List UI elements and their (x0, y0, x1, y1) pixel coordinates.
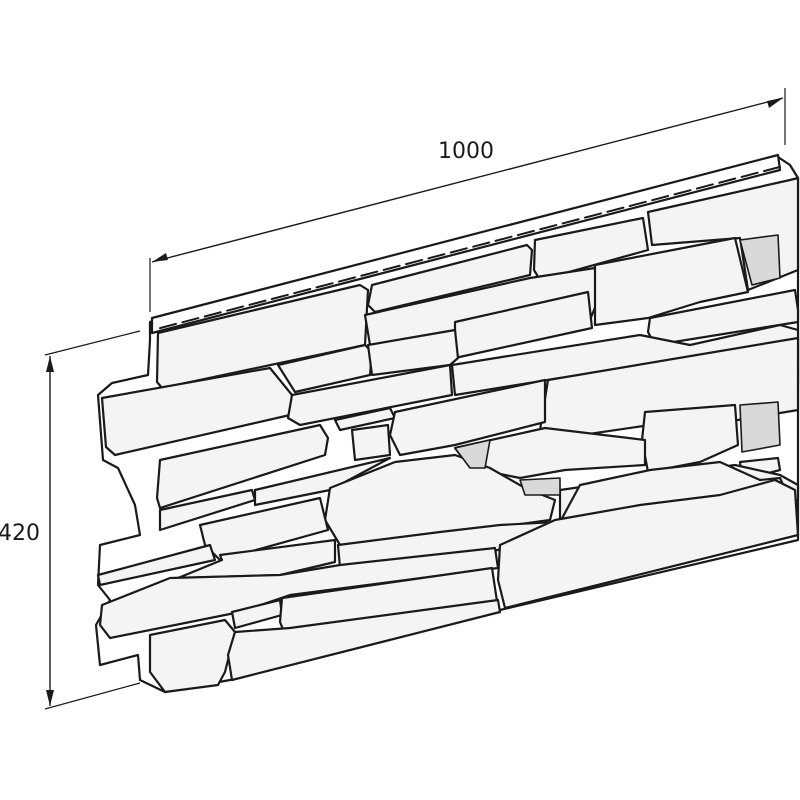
width-dimension-line (151, 97, 784, 263)
nail-slots (159, 165, 781, 330)
stone (646, 288, 800, 347)
nail-slot (673, 189, 692, 196)
nail-slot (405, 258, 424, 266)
stone (388, 378, 547, 457)
nail-slot (270, 293, 289, 301)
width-label: 1000 (438, 139, 494, 164)
nail-slot (695, 183, 714, 190)
stone (323, 453, 557, 547)
height-dimension: 420 (0, 330, 141, 710)
stone (148, 618, 237, 694)
nail-slot (516, 229, 535, 237)
nail-slot (449, 247, 468, 254)
nail-slot (740, 171, 759, 178)
nailing-strip (150, 153, 782, 335)
stone (593, 236, 750, 327)
nail-slot (494, 235, 513, 242)
width-arrow-left (152, 253, 168, 262)
stone (496, 478, 800, 610)
nail-slot (718, 177, 737, 184)
nail-slot (539, 224, 558, 231)
height-arrow-bottom (46, 690, 54, 706)
nail-slot (472, 241, 491, 248)
nail-slot (181, 317, 200, 324)
stone (366, 328, 460, 377)
height-arrow-top (46, 356, 54, 372)
nail-slot (226, 305, 245, 312)
stone-joints (454, 234, 781, 496)
width-dimension: 1000 (149, 88, 786, 312)
stone (155, 423, 330, 510)
nail-slot (584, 212, 603, 219)
nail-slot (382, 264, 401, 271)
stone (198, 496, 330, 562)
nail-slot (651, 194, 670, 202)
stone (366, 243, 534, 314)
stone (226, 598, 502, 682)
nail-slot (159, 322, 177, 330)
nail-slot (427, 253, 446, 260)
nail-slot (628, 200, 647, 207)
nail-slot (561, 218, 580, 225)
stone (98, 546, 500, 640)
nail-slot (203, 311, 222, 318)
nail-slot (360, 270, 379, 277)
nail-slot (337, 276, 356, 283)
nail-slot (763, 165, 781, 173)
height-extension-bottom (44, 682, 141, 710)
stone (350, 423, 392, 462)
stones (96, 176, 800, 694)
nail-slot (315, 282, 334, 289)
stone (96, 543, 217, 587)
width-arrow-right (767, 98, 783, 108)
nail-slot (606, 206, 625, 213)
height-extension-top (44, 330, 141, 356)
nail-slot (293, 288, 312, 295)
height-label: 420 (0, 521, 40, 546)
nail-slot (248, 299, 267, 306)
